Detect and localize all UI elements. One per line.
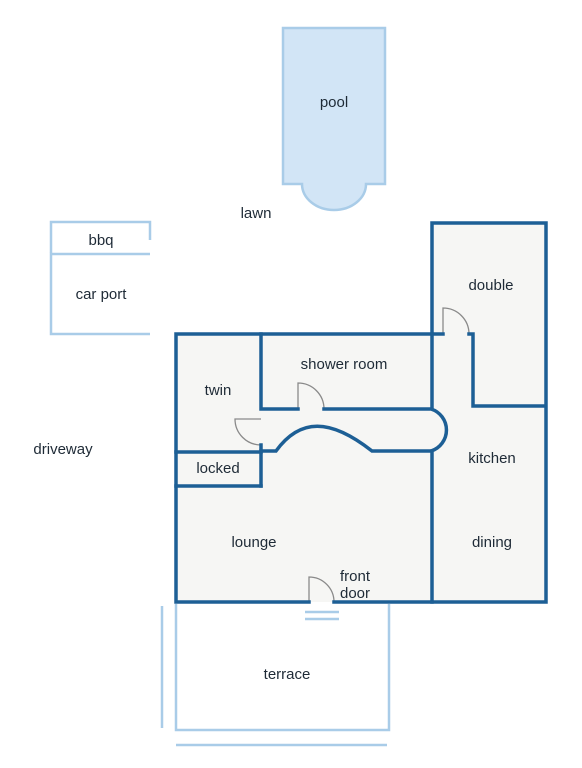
car-port-area — [49, 252, 150, 336]
shower-room-door — [297, 382, 325, 410]
bbq-area — [49, 220, 152, 253]
dining-label: dining — [472, 534, 512, 551]
double-label: double — [468, 277, 513, 294]
kitchen-label: kitchen — [468, 450, 516, 467]
front-door — [308, 576, 335, 603]
twin-label: twin — [205, 382, 232, 399]
house-outer-wall — [174, 221, 548, 604]
locked-label: locked — [196, 460, 239, 477]
car-port-label: car port — [76, 286, 128, 303]
driveway-label: driveway — [33, 441, 93, 458]
pool — [281, 26, 387, 212]
lawn-label: lawn — [241, 205, 272, 222]
house-floor — [176, 223, 546, 602]
terrace-label: terrace — [264, 666, 311, 683]
twin-door — [234, 418, 262, 446]
shower-room-label: shower room — [301, 356, 388, 373]
pool-label: pool — [320, 94, 348, 111]
terrace-area — [174, 604, 391, 732]
front-door-label-line1: front — [340, 568, 371, 585]
double-door — [442, 307, 470, 335]
front-door-label-line2: door — [340, 585, 370, 602]
bbq-label: bbq — [88, 232, 113, 249]
lounge-label: lounge — [231, 534, 276, 551]
